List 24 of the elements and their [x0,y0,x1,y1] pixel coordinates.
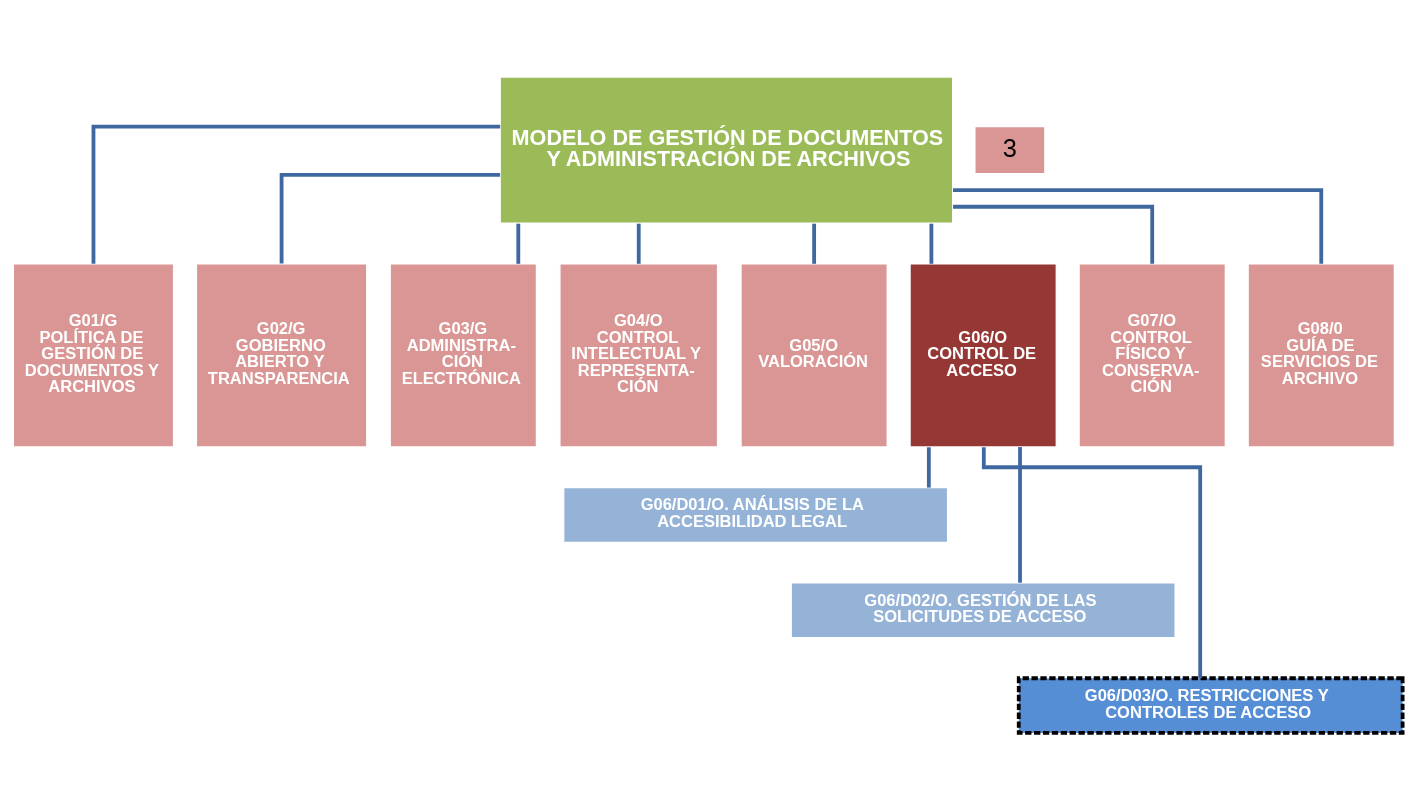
connector [926,447,931,488]
node-box: G06/D03/O. RESTRICCIONES Y CONTROLES DE ACCESO [1016,676,1405,735]
connector [812,223,817,264]
node-box: G03/G ADMINISTRA- CIÓN ELECTRÓNICA [389,263,538,448]
label: 3 [1002,133,1017,162]
connector [981,447,1203,679]
node-box: MODELO DE GESTIÓN DE DOCUMENTOS Y ADMINISTRACIÓN DE ARCHIVOS [499,76,954,224]
node-box: G04/O CONTROL INTELECTUAL Y REPRESENTA- CIÓN [559,263,719,448]
connector [91,124,501,264]
connector [929,223,934,264]
node-box: G01/G POLÍTICA DE GESTIÓN DE DOCUMENTOS Y ARCHIVOS [12,263,175,448]
node-box: G06/D01/O. ANÁLISIS DE LA ACCESIBILIDAD LEGAL [563,486,949,543]
connector [1018,447,1022,583]
connector [279,173,501,264]
node-box: G05/O VALORACIÓN [740,263,888,448]
connector [516,223,521,264]
connector [636,223,641,264]
node-box: G06/D02/O. GESTIÓN DE LAS SOLICITUDES DE ACCESO [790,582,1176,639]
node-box: G08/0 GUÍA DE SERVICIOS DE ARCHIVO [1247,263,1395,448]
connector [953,188,1324,264]
node-box: G02/G GOBIERNO ABIERTO Y TRANSPARENCIA [195,263,368,448]
node-box: G06/O CONTROL DE ACCESO [909,263,1057,448]
node-box: G07/O CONTROL FÍSICO Y CONSERVA- CIÓN [1078,263,1226,448]
connector [953,204,1155,264]
